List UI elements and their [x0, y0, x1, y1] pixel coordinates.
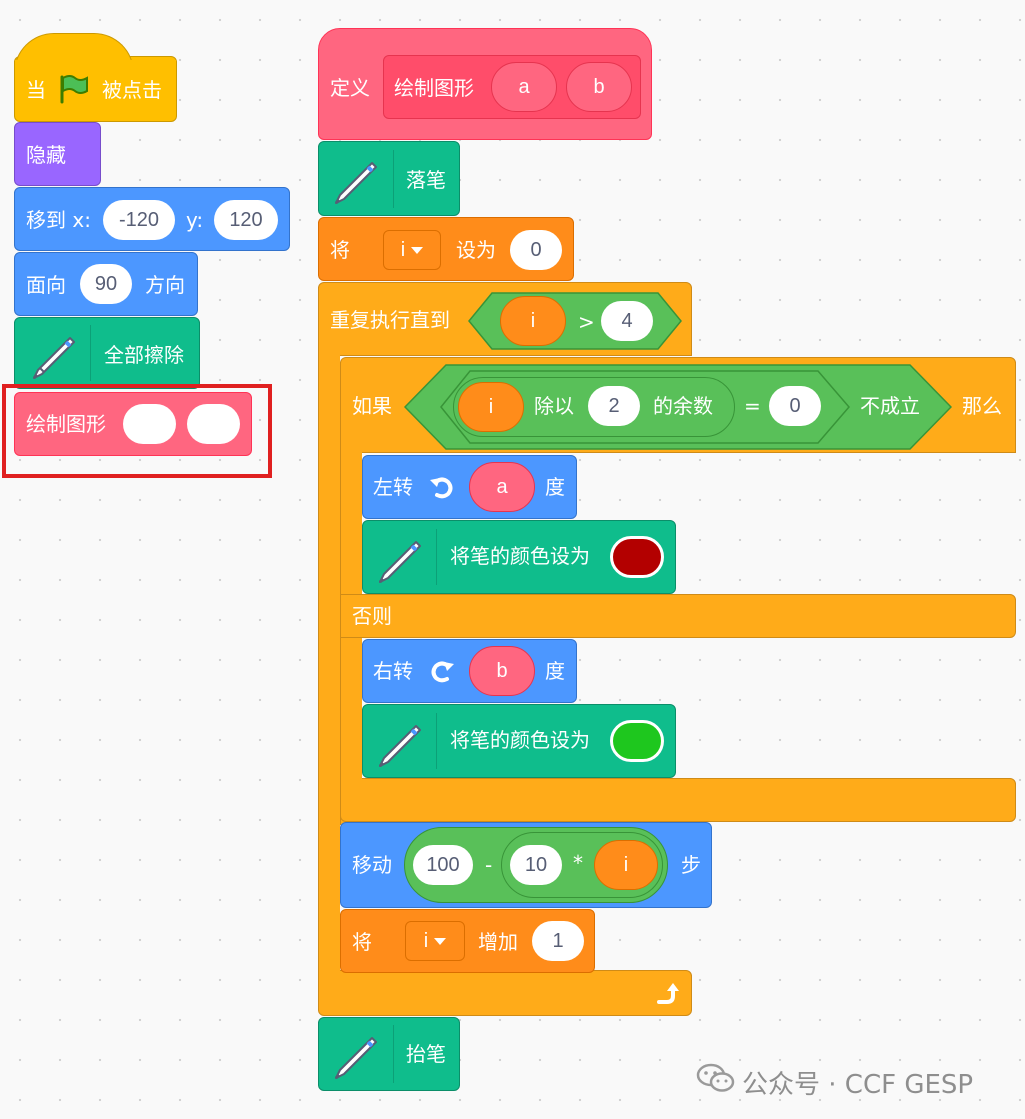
change-value-input[interactable]: 1	[532, 921, 584, 961]
pen-color-swatch-red[interactable]	[610, 536, 664, 578]
define-param-b[interactable]: b	[566, 62, 632, 112]
hide-label: 隐藏	[26, 143, 66, 167]
pen-color-label: 将笔的颜色设为	[450, 728, 590, 752]
mod-divisor-input[interactable]: 2	[588, 386, 640, 426]
hat-when-label: 当	[26, 78, 46, 102]
repeat-until-arm	[318, 350, 340, 974]
pen-icon	[378, 725, 421, 768]
call-arg1-input[interactable]	[123, 404, 176, 444]
move-a-input[interactable]: 100	[413, 845, 473, 885]
repeat-var-reporter[interactable]: i	[500, 296, 566, 346]
repeat-until-footer	[318, 970, 692, 1016]
not-label: 不成立	[860, 394, 920, 418]
watermark-text: 公众号 · CCF GESP	[742, 1070, 974, 1100]
if-footer-patch	[341, 770, 362, 786]
then-label: 那么	[962, 394, 1002, 418]
pen-icon	[32, 337, 75, 380]
repeat-arrow-icon	[657, 983, 679, 1004]
rotate-left-icon	[430, 477, 453, 499]
goto-label: 移到 x:	[26, 208, 91, 232]
repeat-until-label: 重复执行直到	[330, 308, 450, 332]
hat-clicked-label: 被点击	[102, 78, 162, 102]
else-bar	[340, 594, 1016, 638]
move-label: 移动	[352, 853, 392, 877]
else-label: 否则	[352, 604, 392, 628]
mod-var-reporter[interactable]: i	[458, 382, 524, 432]
change-by-label: 增加	[478, 930, 518, 954]
erase-separator	[90, 325, 91, 381]
pen-down-block[interactable]	[318, 141, 460, 216]
change-label: 将	[352, 930, 372, 954]
pen-down-separator	[393, 150, 394, 208]
turn-right-unit: 度	[545, 659, 565, 683]
erase-all-block[interactable]	[14, 317, 200, 389]
set-variable-dropdown[interactable]: i	[383, 230, 441, 270]
turn-right-label: 右转	[373, 659, 413, 683]
hat-cap-cover	[15, 60, 176, 80]
pen-color-label: 将笔的颜色设为	[450, 544, 590, 568]
pen-down-label: 落笔	[406, 168, 446, 192]
pen-icon	[334, 162, 377, 205]
point-suffix: 方向	[145, 273, 185, 297]
pen-up-block[interactable]	[318, 1017, 460, 1091]
mod-label: 除以	[534, 394, 574, 418]
set-to-label: 设为	[456, 238, 496, 262]
repeat-footer-patch	[319, 960, 340, 980]
hide-block[interactable]	[14, 122, 101, 186]
move-suffix: 步	[681, 853, 701, 877]
call-label: 绘制图形	[26, 412, 106, 436]
erase-label: 全部擦除	[104, 343, 184, 367]
repeat-right-input[interactable]: 4	[601, 301, 653, 341]
change-variable-name: i	[423, 929, 429, 952]
highlight-box	[2, 384, 272, 478]
point-direction-input[interactable]: 90	[80, 264, 132, 304]
turn-left-param[interactable]: a	[469, 462, 535, 512]
wechat-icon	[696, 1063, 735, 1092]
change-variable-dropdown[interactable]: i	[405, 921, 465, 961]
move-times: *	[573, 851, 583, 875]
move-var-reporter[interactable]: i	[594, 840, 658, 890]
pen-up-separator	[393, 1025, 394, 1083]
define-param-a[interactable]: a	[491, 62, 557, 112]
pen-color-separator	[436, 713, 437, 769]
set-label: 将	[330, 238, 350, 262]
turn-right-param[interactable]: b	[469, 646, 535, 696]
turn-left-unit: 度	[545, 475, 565, 499]
if-label: 如果	[352, 394, 392, 418]
repeat-op: >	[578, 310, 595, 334]
point-label: 面向	[26, 273, 66, 297]
move-b-input[interactable]: 10	[510, 845, 562, 885]
dropdown-arrow-icon	[434, 937, 447, 945]
if-footer	[340, 778, 1016, 822]
set-value-input[interactable]: 0	[510, 230, 562, 270]
goto-y-input[interactable]: 120	[214, 200, 278, 240]
define-label: 定义	[330, 76, 370, 100]
rotate-right-icon	[431, 661, 454, 683]
pen-up-label: 抬笔	[406, 1042, 446, 1066]
pen-color-swatch-green[interactable]	[610, 720, 664, 762]
goto-y-label: y:	[186, 208, 204, 232]
goto-x-input[interactable]: -120	[103, 200, 175, 240]
define-name: 绘制图形	[394, 76, 474, 100]
pen-icon	[378, 541, 421, 584]
call-arg2-input[interactable]	[187, 404, 240, 444]
green-flag-icon	[60, 75, 88, 104]
pen-color-separator	[436, 529, 437, 585]
dropdown-arrow-icon	[411, 246, 424, 254]
eq-op: =	[744, 394, 761, 418]
move-minus: -	[485, 853, 493, 877]
eq-value-input[interactable]: 0	[769, 386, 821, 426]
mod-suffix: 的余数	[653, 394, 713, 418]
set-variable-name: i	[400, 238, 406, 261]
turn-left-label: 左转	[373, 475, 413, 499]
pen-icon	[334, 1037, 377, 1080]
